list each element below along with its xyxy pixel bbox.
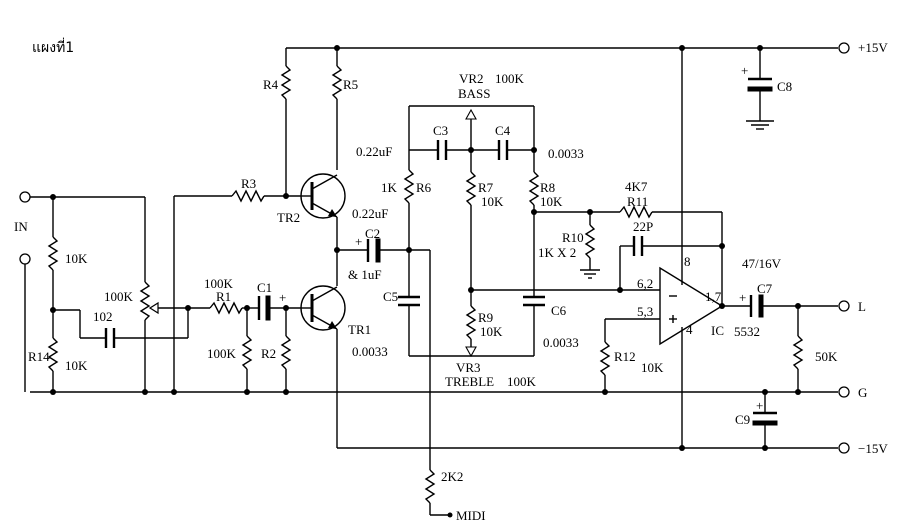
c2-label: C2 bbox=[365, 226, 380, 241]
pin-62-label: 6,2 bbox=[637, 276, 653, 291]
c7-value: 47/16V bbox=[742, 256, 782, 271]
tone-stack bbox=[398, 105, 660, 358]
input-section bbox=[19, 191, 210, 395]
in-terminal-top bbox=[19, 191, 31, 203]
r9-value: 10K bbox=[480, 324, 503, 339]
c4-label: C4 bbox=[495, 123, 511, 138]
ic-label: IC bbox=[711, 323, 724, 338]
c4-value: 0.0033 bbox=[548, 146, 584, 161]
pin-53-label: 5,3 bbox=[637, 304, 653, 319]
output-section bbox=[749, 294, 850, 451]
pot-value: 100K bbox=[104, 289, 134, 304]
l-label: L bbox=[858, 299, 866, 314]
midi-label: MIDI bbox=[456, 508, 486, 523]
capacitor-c8 bbox=[746, 45, 774, 130]
svg-text:+: + bbox=[756, 398, 763, 413]
r11-label: R11 bbox=[627, 194, 648, 209]
g-label: G bbox=[858, 385, 867, 400]
tr2-label: TR2 bbox=[277, 210, 300, 225]
c6-label: C6 bbox=[551, 303, 567, 318]
r10-value: 1K X 2 bbox=[538, 245, 576, 260]
vr2-value: 100K bbox=[495, 71, 525, 86]
r5-label: R5 bbox=[343, 77, 358, 92]
r6-label: R6 bbox=[416, 180, 432, 195]
c3-label: C3 bbox=[433, 123, 448, 138]
c1-label: C1 bbox=[257, 280, 272, 295]
treble-label: TREBLE bbox=[445, 374, 494, 389]
c8-label: C8 bbox=[777, 79, 792, 94]
c22p-label: 22P bbox=[633, 219, 653, 234]
r1-value: 100K bbox=[204, 276, 234, 291]
vr2-label: VR2 bbox=[459, 71, 484, 86]
r3-label: R3 bbox=[241, 176, 256, 191]
vr3-value: 100K bbox=[507, 374, 537, 389]
r7-label: R7 bbox=[478, 180, 494, 195]
collector-resistors bbox=[280, 45, 343, 196]
plus15-rail bbox=[286, 42, 850, 54]
svg-text:+: + bbox=[279, 290, 286, 305]
r2-label: R2 bbox=[261, 346, 276, 361]
transistor-tr1 bbox=[300, 247, 346, 448]
c9-label: C9 bbox=[735, 412, 750, 427]
c3-value: 0.22uF bbox=[356, 144, 392, 159]
tr1-label: TR1 bbox=[348, 322, 371, 337]
r12-value: 10K bbox=[641, 360, 664, 375]
coupling-capacitor-c2 bbox=[337, 238, 453, 518]
r1-label: R1 bbox=[216, 289, 231, 304]
plus15-terminal bbox=[838, 42, 850, 54]
r10-label: R10 bbox=[562, 230, 584, 245]
bass-label: BASS bbox=[458, 86, 491, 101]
c2-top-value: 0.22uF bbox=[352, 206, 388, 221]
svg-text:+: + bbox=[741, 63, 748, 78]
r12-label: R12 bbox=[614, 349, 636, 364]
r50k-value: 50K bbox=[815, 349, 838, 364]
r14-label: R14 bbox=[28, 349, 50, 364]
pin-4-label: 4 bbox=[686, 322, 693, 337]
minus15-rail bbox=[337, 442, 850, 454]
c6-value: 0.0033 bbox=[543, 335, 579, 350]
ic-value: 5532 bbox=[734, 324, 760, 339]
r2k2-value: 2K2 bbox=[441, 469, 463, 484]
svg-text:+: + bbox=[355, 234, 362, 249]
ground-rail bbox=[24, 264, 850, 398]
c102-label: 102 bbox=[93, 309, 113, 324]
in-terminal-bottom bbox=[19, 253, 31, 265]
vr3-label: VR3 bbox=[456, 360, 481, 375]
opamp-feedback bbox=[534, 205, 725, 306]
r6-value: 1K bbox=[381, 180, 398, 195]
pin-8-label: 8 bbox=[684, 254, 691, 269]
r4-label: R4 bbox=[263, 77, 279, 92]
polarity-marks: + + + + + bbox=[279, 63, 763, 413]
r11-value: 4K7 bbox=[625, 179, 648, 194]
opamp-ic bbox=[599, 45, 750, 451]
in-label: IN bbox=[14, 219, 28, 234]
r7-value: 10K bbox=[481, 194, 504, 209]
page-title: แผงที่1 bbox=[32, 38, 74, 56]
c7-label: C7 bbox=[757, 281, 773, 296]
r8-value: 10K bbox=[540, 194, 563, 209]
g-terminal bbox=[838, 386, 850, 398]
plus15-label: +15V bbox=[858, 40, 888, 55]
input-bias-section bbox=[171, 189, 300, 395]
minus15-label: −15V bbox=[858, 441, 888, 456]
r14-value: 10K bbox=[65, 358, 88, 373]
in-resistor-value: 10K bbox=[65, 251, 88, 266]
c5-label: C5 bbox=[383, 289, 398, 304]
r9-label: R9 bbox=[478, 310, 493, 325]
c2-value: & 1uF bbox=[348, 267, 382, 282]
c5-value: 0.0033 bbox=[352, 344, 388, 359]
pin-17-label: 1,7 bbox=[705, 289, 722, 304]
r8-label: R8 bbox=[540, 180, 555, 195]
component-labels: แผงที่1 IN +15V −15V L G MIDI R4 R5 R3 T… bbox=[14, 38, 888, 523]
transistor-tr2 bbox=[300, 173, 346, 286]
l-terminal bbox=[838, 300, 850, 312]
svg-text:+: + bbox=[739, 290, 746, 305]
r100k-value: 100K bbox=[207, 346, 237, 361]
minus15-terminal bbox=[838, 442, 850, 454]
